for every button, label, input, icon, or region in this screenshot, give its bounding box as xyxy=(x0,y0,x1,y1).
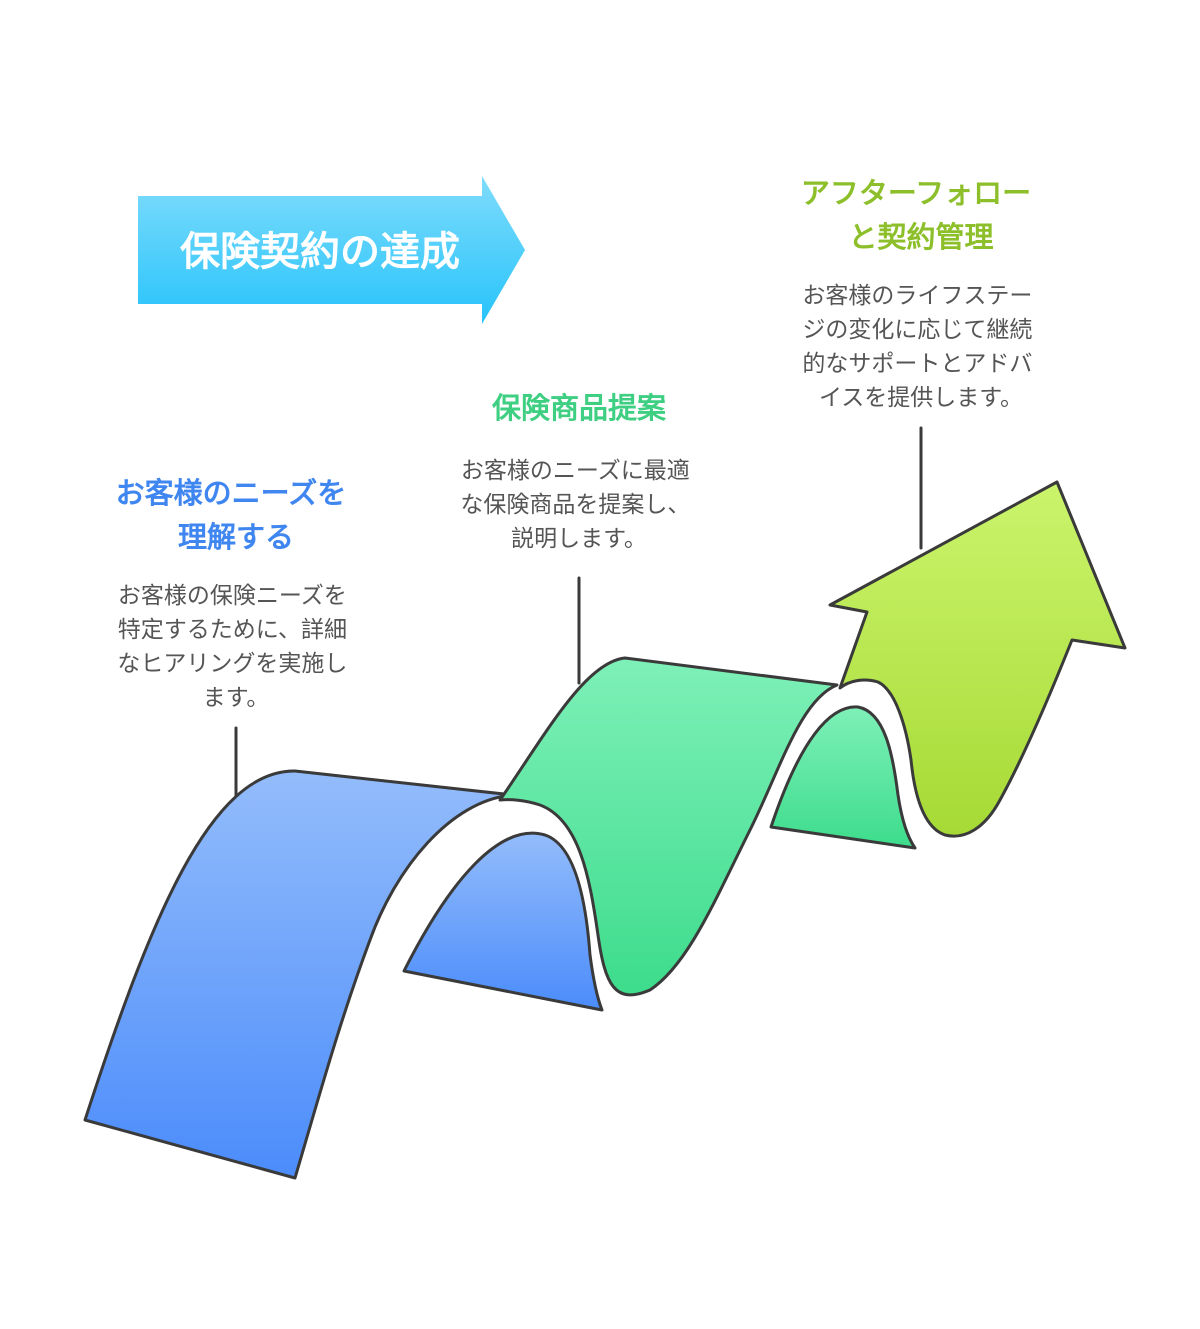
step3-growth-arrow xyxy=(828,480,1127,838)
step1-description-line: 特定するために、詳細 xyxy=(118,617,347,643)
step2-description: お客様のニーズに最適 な保険商品を提案し、 説明します。 xyxy=(460,458,697,552)
step1-description: お客様の保険ニーズを 特定するために、詳細 なヒアリングを実施し ます。 xyxy=(117,583,354,711)
step3-description-line: イスを提供します。 xyxy=(819,385,1023,411)
step2-ribbon xyxy=(498,656,839,997)
step1-ribbon-back xyxy=(402,831,604,1012)
step3-description: お客様のライフステー ジの変化に応じて継続 的なサポートとアドバ イスを提供しま… xyxy=(802,283,1039,411)
step3-description-line: お客様のライフステー xyxy=(802,283,1032,309)
step3-description-line: ジの変化に応じて継続 xyxy=(802,317,1032,343)
step2-description-line: お客様のニーズに最適 xyxy=(461,458,690,484)
step3-description-line: 的なサポートとアドバ xyxy=(802,351,1032,377)
step3-title-line: と契約管理 xyxy=(848,220,993,254)
step1-title-line: 理解する xyxy=(178,520,294,554)
step1-title: お客様のニーズを 理解する xyxy=(116,476,357,554)
step3-title-line: アフターフォロー xyxy=(801,176,1031,210)
step2-description-line: 説明します。 xyxy=(511,526,647,552)
step2-title: 保険商品提案 xyxy=(491,391,667,425)
step1-title-line: お客様のニーズを xyxy=(116,476,347,510)
step2-label: 保険商品提案 お客様のニーズに最適 な保険商品を提案し、 説明します。 xyxy=(460,391,697,552)
banner-title: 保険契約の達成 xyxy=(180,229,460,275)
step1-description-line: お客様の保険ニーズを xyxy=(118,583,347,609)
step1-description-line: なヒアリングを実施し xyxy=(117,651,347,677)
step2-ribbon-back xyxy=(769,705,917,850)
step2-description-line: な保険商品を提案し、 xyxy=(460,492,690,518)
step2-title-line: 保険商品提案 xyxy=(491,391,667,425)
step1-ribbon xyxy=(83,769,515,1180)
step3-label: アフターフォロー と契約管理 お客様のライフステー ジの変化に応じて継続 的なサ… xyxy=(801,176,1041,411)
step1-description-line: ます。 xyxy=(203,685,270,711)
step3-title: アフターフォロー と契約管理 xyxy=(801,176,1041,254)
step1-label: お客様のニーズを 理解する お客様の保険ニーズを 特定するために、詳細 なヒアリ… xyxy=(116,476,357,711)
banner-arrow: 保険契約の達成 xyxy=(138,176,525,324)
